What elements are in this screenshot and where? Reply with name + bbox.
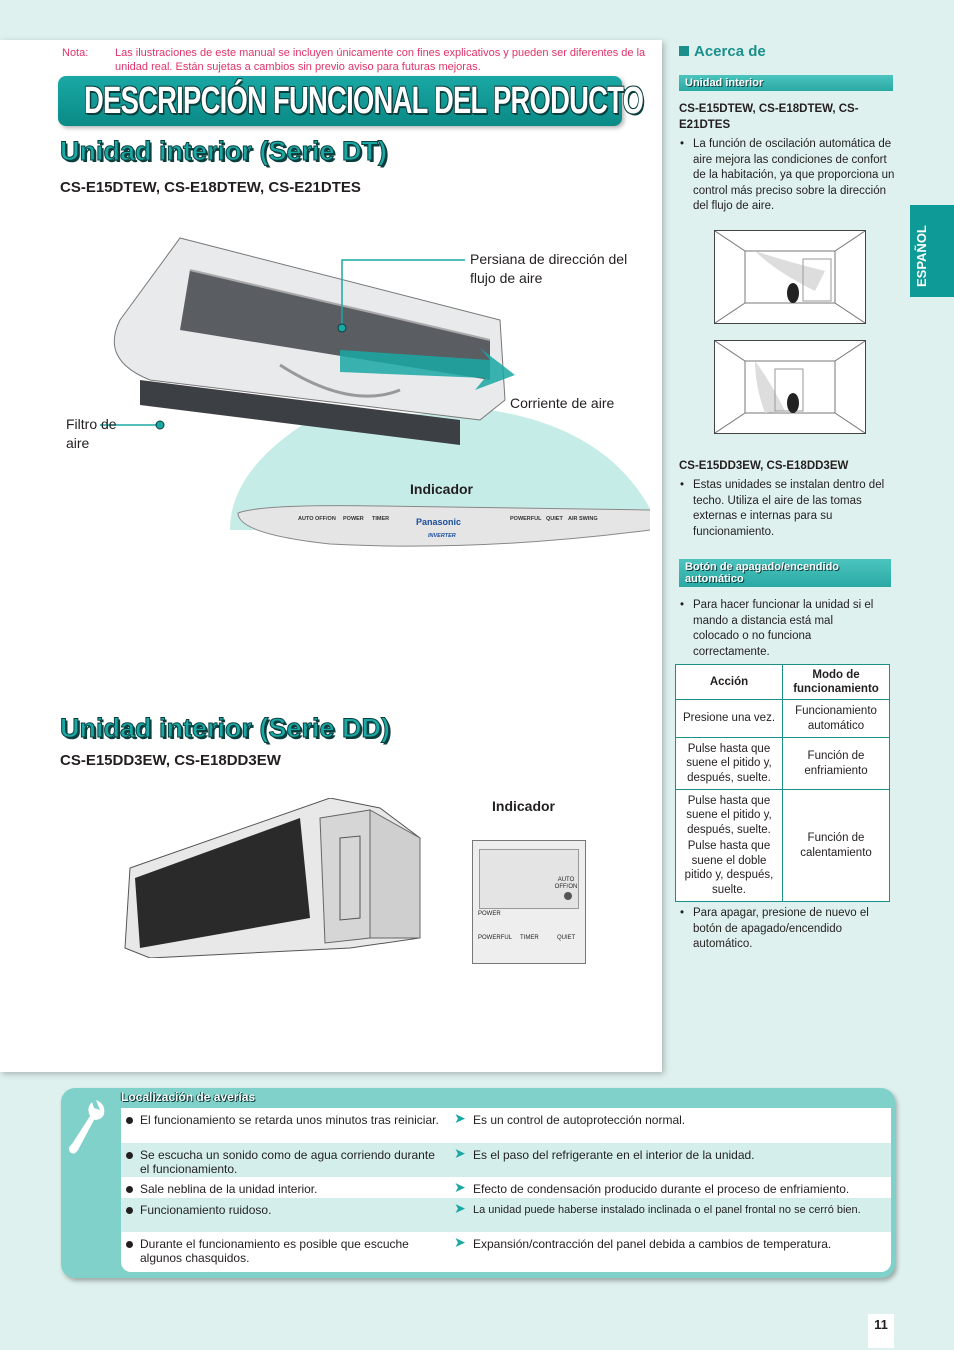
table-r2-action: Pulse hasta que suene el pitido y, despu…	[675, 737, 783, 790]
label-filter: Filtro de aire	[66, 416, 117, 451]
table-head-action: Acción	[675, 664, 783, 700]
dt-inverter-logo: INVERTER	[428, 533, 456, 539]
label-louver: Persiana de dirección del flujo de aire	[470, 251, 628, 286]
dt-led-swing: AIR SWING	[568, 516, 598, 522]
off-bullet-text: Para apagar, presione de nuevo el botón …	[679, 906, 889, 953]
table-r3-mode: Función de calentamiento	[782, 789, 890, 902]
dt-brand-logo: Panasonic	[416, 517, 462, 527]
table-row: Durante el funcionamiento es posible que…	[121, 1232, 891, 1272]
language-tab: ESPAÑOL	[910, 205, 954, 297]
arrow-right-icon: ➤	[454, 1145, 466, 1161]
problem-text: El funcionamiento se retarda unos minuto…	[140, 1113, 439, 1127]
dd-led-auto: AUTO OFF/ON	[554, 877, 578, 890]
auto-bullet: Para hacer funcionar la unidad si el man…	[679, 598, 879, 660]
room-illustration-1	[714, 230, 866, 324]
arrow-right-icon: ➤	[454, 1200, 466, 1216]
cause-text: Es un control de autoprotección normal.	[473, 1113, 686, 1127]
table-row: Funcionamiento ruidoso. ➤ La unidad pued…	[121, 1198, 891, 1232]
page-title: DESCRIPCIÓN FUNCIONAL DEL PRODUCTO	[84, 80, 644, 122]
about-dt-bullet-text: La función de oscilación automática de a…	[679, 137, 899, 215]
auto-mode-table: Acción Modo de funcionamiento Presione u…	[675, 664, 890, 902]
table-head-mode: Modo de funcionamiento	[782, 664, 890, 700]
label-airflow: Corriente de aire	[510, 395, 615, 411]
dt-led-quiet: QUIET	[546, 516, 563, 522]
about-dt-models: CS-E15DTEW, CS-E18DTEW, CS-E21DTES	[679, 103, 859, 131]
off-bullet: Para apagar, presione de nuevo el botón …	[679, 906, 889, 953]
problem-text: Funcionamiento ruidoso.	[140, 1203, 272, 1217]
table-row: Sale neblina de la unidad interior. ➤ Ef…	[121, 1177, 891, 1198]
problem-text: Se escucha un sonido como de agua corrie…	[140, 1148, 435, 1176]
problem-text: Sale neblina de la unidad interior.	[140, 1182, 318, 1196]
troubleshooting-title: Localización de averías	[121, 1090, 256, 1104]
room-illustration-2	[714, 340, 866, 434]
dt-models: CS-E15DTEW, CS-E18DTEW, CS-E21DTES	[60, 179, 361, 196]
dd-unit-illustration	[124, 798, 421, 958]
dd-led-powerful: POWERFUL	[478, 935, 513, 941]
dt-led-powerful: POWERFUL	[510, 516, 542, 522]
dt-led-timer: TIMER	[372, 516, 390, 522]
table-r3-action-b: Pulse hasta que suene el doble pitido y,…	[684, 840, 774, 896]
auto-bullet-text: Para hacer funcionar la unidad si el man…	[679, 598, 879, 660]
cause-text: La unidad puede haberse instalado inclin…	[473, 1204, 861, 1216]
room-swing-icon-1	[714, 230, 866, 324]
dd-indicator-panel: AUTO OFF/ON POWER POWERFUL TIMER QUIET	[472, 840, 586, 964]
note: Nota: Las ilustraciones de este manual s…	[62, 46, 652, 74]
dd-section-title: Unidad interior (Serie DD)	[59, 713, 391, 744]
troubleshooting-rows: El funcionamiento se retarda unos minuto…	[121, 1108, 891, 1272]
dd-led-timer: TIMER	[520, 935, 539, 941]
bullet-dot-icon	[126, 1241, 133, 1248]
indoor-unit-bar: Unidad interior	[679, 75, 893, 91]
dt-unit-illustration	[100, 237, 650, 547]
table-row: El funcionamiento se retarda unos minuto…	[121, 1108, 891, 1143]
note-label: Nota:	[62, 47, 89, 59]
table-r1-mode: Funcionamiento automático	[782, 699, 890, 738]
about-dt-bullet: La función de oscilación automática de a…	[679, 137, 899, 215]
table-r2-mode: Función de enfriamiento	[782, 737, 890, 790]
about-heading: Acerca de	[679, 43, 766, 60]
dd-models: CS-E15DD3EW, CS-E18DD3EW	[60, 752, 281, 769]
cause-text: Expansión/contracción del panel debida a…	[473, 1237, 832, 1251]
note-text: Las ilustraciones de este manual se incl…	[115, 47, 646, 73]
arrow-right-icon: ➤	[454, 1110, 466, 1126]
arrow-right-icon: ➤	[454, 1234, 466, 1250]
dd-led-quiet: QUIET	[557, 935, 576, 941]
cause-text: Efecto de condensación producido durante…	[473, 1182, 850, 1196]
dt-section-title: Unidad interior (Serie DT)	[59, 136, 388, 167]
about-dd-models: CS-E15DD3EW, CS-E18DD3EW	[679, 460, 849, 472]
bullet-dot-icon	[126, 1152, 133, 1159]
cause-text: Es el paso del refrigerante en el interi…	[473, 1148, 755, 1162]
table-r1-action: Presione una vez.	[675, 699, 783, 738]
auto-button-icon[interactable]	[564, 892, 572, 900]
arrow-right-icon: ➤	[454, 1179, 466, 1195]
bullet-dot-icon	[126, 1207, 133, 1214]
square-bullet-icon	[679, 46, 689, 56]
bullet-dot-icon	[126, 1117, 133, 1124]
dd-display-window	[479, 849, 579, 909]
page-title-banner: DESCRIPCIÓN FUNCIONAL DEL PRODUCTO	[58, 76, 644, 126]
room-swing-icon-2	[714, 340, 866, 434]
auto-button-bar: Botón de apagado/encendido automático	[679, 559, 891, 587]
about-heading-text: Acerca de	[694, 43, 766, 60]
problem-text: Durante el funcionamiento es posible que…	[140, 1237, 409, 1265]
about-dd-bullet-text: Estas unidades se instalan dentro del te…	[679, 478, 899, 540]
table-row: Se escucha un sonido como de agua corrie…	[121, 1143, 891, 1177]
bullet-dot-icon	[126, 1186, 133, 1193]
wrench-icon	[68, 1100, 105, 1154]
table-r3-action: Pulse hasta que suene el pitido y, despu…	[675, 789, 783, 902]
label-indicator-dd: Indicador	[492, 798, 556, 814]
page-number: 11	[868, 1314, 894, 1348]
dt-led-auto: AUTO OFF/ON	[298, 516, 336, 522]
about-dd-bullet: Estas unidades se instalan dentro del te…	[679, 478, 899, 540]
language-tab-label: ESPAÑOL	[914, 225, 929, 287]
dt-led-power: POWER	[343, 516, 364, 522]
table-r3-action-a: Pulse hasta que suene el pitido y, despu…	[686, 794, 772, 836]
label-indicator-dt: Indicador	[410, 481, 474, 497]
dd-led-power: POWER	[478, 911, 501, 917]
